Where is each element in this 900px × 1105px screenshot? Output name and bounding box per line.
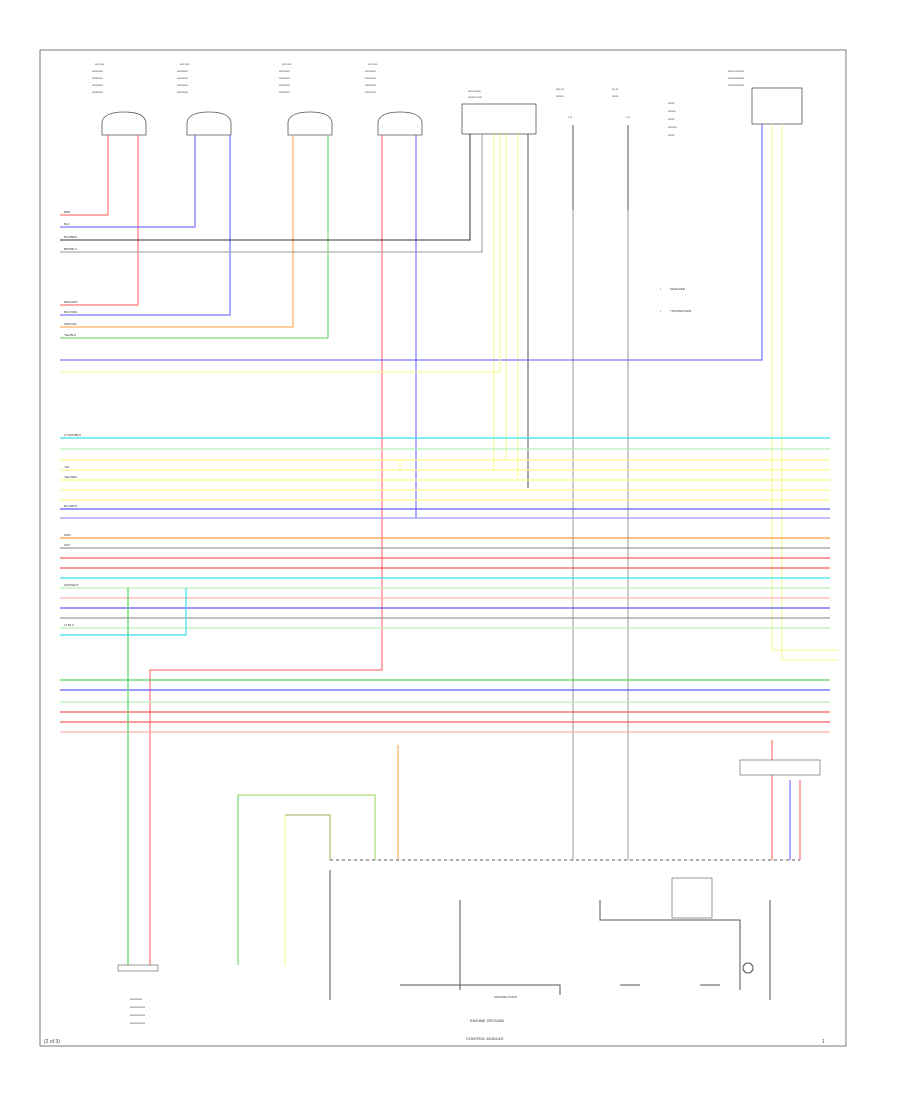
engine-ground-label: ENGINE GROUND bbox=[470, 1018, 504, 1023]
top-sensor-2: ▪▪▪▪ ▪▪▪▪ ▪▪▪▪▪▪▪▪▪▪ ▪▪▪▪▪▪▪▪▪▪ ▪▪▪▪▪▪▪▪… bbox=[177, 62, 232, 136]
svg-text:▪▪▪ ▪▪: ▪▪▪ ▪▪ bbox=[612, 87, 618, 91]
ground-point-label: GROUND POINT bbox=[494, 995, 518, 999]
label-green-white: GRN/WHT bbox=[64, 583, 78, 587]
svg-text:▪▪▪▪ ▪▪▪▪: ▪▪▪▪ ▪▪▪▪ bbox=[368, 62, 377, 66]
top-vertical-wires bbox=[60, 124, 838, 965]
label-lt-green-black: LT GRN/BLK bbox=[64, 433, 81, 437]
svg-text:▪▪▪▪▪▪▪▪▪▪: ▪▪▪▪▪▪▪▪▪▪ bbox=[92, 90, 103, 94]
label-gray: GRY bbox=[64, 543, 70, 547]
label-black-orange: BLK/ORG bbox=[64, 310, 78, 314]
top-switch-1: ▪▪▪▪ ▪▪▪ ▪▪▪▪▪▪▪ ▪ ▪▪ bbox=[556, 87, 572, 119]
top-right-module: ▪▪▪▪▪ ▪▪▪▪▪▪▪▪▪ ▪▪▪▪▪▪▪▪▪▪▪▪▪▪▪ ▪▪▪▪▪▪▪▪… bbox=[728, 69, 803, 125]
top-sensor-1: ▪▪▪▪ ▪▪▪▪ ▪▪▪▪▪▪▪▪▪▪ ▪▪▪▪▪▪▪▪▪▪ ▪▪▪▪▪▪▪▪… bbox=[92, 62, 147, 136]
svg-text:▪▪▪▪▪▪▪▪▪▪: ▪▪▪▪▪▪▪▪▪▪ bbox=[177, 69, 188, 73]
label-green-yellow: GRN/YEL bbox=[64, 322, 78, 326]
svg-text:▪▪▪▪▪▪▪▪▪▪: ▪▪▪▪▪▪▪▪▪▪ bbox=[92, 69, 103, 73]
svg-text:▪▪▪▪ ▪▪▪▪: ▪▪▪▪ ▪▪▪▪ bbox=[95, 62, 104, 66]
svg-text:▪▪▪▪▪▪▪▪▪▪: ▪▪▪▪▪▪▪▪▪▪ bbox=[279, 83, 290, 87]
label-red-white: RED/WHT bbox=[64, 300, 78, 304]
label-red: RED bbox=[64, 210, 71, 214]
svg-text:▪▪▪▪ ▪▪▪▪: ▪▪▪▪ ▪▪▪▪ bbox=[282, 62, 291, 66]
svg-text:▪▪▪▪▪▪▪▪▪▪▪▪▪▪: ▪▪▪▪▪▪▪▪▪▪▪▪▪▪ bbox=[130, 1013, 145, 1017]
svg-text:▪▪▪▪▪▪▪▪▪▪: ▪▪▪▪▪▪▪▪▪▪ bbox=[92, 76, 103, 80]
bottom-labels: ▪▪▪▪▪▪▪▪▪▪▪ ▪▪▪▪▪▪▪▪▪▪▪▪▪▪ ▪▪▪▪▪▪▪▪▪▪▪▪▪… bbox=[130, 995, 518, 1041]
svg-text:▪▪▪▪▪▪▪▪: ▪▪▪▪▪▪▪▪ bbox=[668, 125, 677, 129]
legend-item-2: TWISTED PAIR bbox=[670, 309, 692, 313]
svg-text:▪▪▪▪▪▪▪▪▪▪▪▪▪▪: ▪▪▪▪▪▪▪▪▪▪▪▪▪▪ bbox=[130, 1005, 145, 1009]
svg-text:▪: ▪ bbox=[660, 287, 661, 291]
svg-text:▪▪▪▪▪▪▪▪▪▪▪▪▪▪▪: ▪▪▪▪▪▪▪▪▪▪▪▪▪▪▪ bbox=[728, 76, 744, 80]
label-yellow-black: YEL/BLK bbox=[64, 333, 76, 337]
svg-text:▪▪▪▪▪▪▪▪▪▪: ▪▪▪▪▪▪▪▪▪▪ bbox=[279, 69, 290, 73]
svg-text:▪▪▪▪▪▪: ▪▪▪▪▪▪ bbox=[668, 101, 674, 105]
svg-text:▪▪▪▪▪▪▪▪▪▪: ▪▪▪▪▪▪▪▪▪▪ bbox=[279, 76, 290, 80]
svg-text:▪▪▪▪▪▪▪▪▪▪: ▪▪▪▪▪▪▪▪▪▪ bbox=[365, 76, 376, 80]
svg-text:▪▪▪▪▪▪: ▪▪▪▪▪▪ bbox=[612, 94, 618, 98]
figure-number: (2 of 3) bbox=[44, 1039, 60, 1045]
svg-text:▪▪▪▪▪▪▪▪▪▪▪▪▪▪▪: ▪▪▪▪▪▪▪▪▪▪▪▪▪▪▪ bbox=[728, 83, 744, 87]
svg-text:▪▪▪▪▪▪▪▪▪▪: ▪▪▪▪▪▪▪▪▪▪ bbox=[365, 69, 376, 73]
svg-text:▪▪▪▪▪▪▪▪▪▪: ▪▪▪▪▪▪▪▪▪▪ bbox=[365, 83, 376, 87]
svg-text:▪▪▪▪▪▪: ▪▪▪▪▪▪ bbox=[668, 133, 674, 137]
svg-text:▪▪▪▪▪▪▪▪▪▪▪▪▪▪: ▪▪▪▪▪▪▪▪▪▪▪▪▪▪ bbox=[130, 1021, 145, 1025]
sheet-number: 1 bbox=[822, 1039, 825, 1045]
svg-text:▪▪▪▪▪▪▪: ▪▪▪▪▪▪▪ bbox=[556, 94, 563, 98]
svg-text:▪▪▪▪ ▪▪▪▪: ▪▪▪▪ ▪▪▪▪ bbox=[180, 62, 189, 66]
diagram-border bbox=[39, 49, 847, 1047]
svg-text:▪▪▪▪▪▪▪▪▪▪: ▪▪▪▪▪▪▪▪▪▪ bbox=[279, 90, 290, 94]
svg-text:▪▪▪▪ ▪▪▪: ▪▪▪▪ ▪▪▪ bbox=[556, 87, 564, 91]
label-yellow-red: YEL/RED bbox=[64, 475, 78, 479]
bottom-section bbox=[117, 740, 821, 1000]
label-orange: ORG bbox=[64, 533, 72, 537]
svg-text:▪▪▪▪▪▪▪▪▪▪: ▪▪▪▪▪▪▪▪▪▪ bbox=[92, 83, 103, 87]
legend-item-1: SHIELDED bbox=[670, 287, 686, 291]
top-sensor-4: ▪▪▪▪ ▪▪▪▪ ▪▪▪▪▪▪▪▪▪▪ ▪▪▪▪▪▪▪▪▪▪ ▪▪▪▪▪▪▪▪… bbox=[365, 62, 423, 136]
left-wire-labels: RED BLU BLK/BRN BRN/BLU RED/WHT BLK/ORG … bbox=[64, 210, 81, 627]
svg-text:▪▪▪▪▪▪▪▪▪▪: ▪▪▪▪▪▪▪▪▪▪ bbox=[177, 76, 188, 80]
svg-text:▪▪▪▪▪▪▪▪▪▪: ▪▪▪▪▪▪▪▪▪▪ bbox=[177, 83, 188, 87]
label-blue: BLU bbox=[64, 222, 70, 226]
label-brown-blue: BRN/BLU bbox=[64, 247, 77, 251]
legend: ▪ SHIELDED ▪ TWISTED PAIR bbox=[660, 287, 692, 313]
label-lt-blue: LT BLU bbox=[64, 623, 74, 627]
top-sensor-3: ▪▪▪▪ ▪▪▪▪ ▪▪▪▪▪▪▪▪▪▪ ▪▪▪▪▪▪▪▪▪▪ ▪▪▪▪▪▪▪▪… bbox=[279, 62, 333, 136]
svg-text:▪▪▪▪▪▪▪▪▪▪: ▪▪▪▪▪▪▪▪▪▪ bbox=[365, 90, 376, 94]
top-switch-2: ▪▪▪ ▪▪ ▪▪▪▪▪▪ ▪ ▪▪ bbox=[612, 87, 630, 119]
label-black-brown: BLK/BRN bbox=[64, 235, 77, 239]
svg-text:▪▪▪▪▪ ▪▪▪▪▪▪: ▪▪▪▪▪ ▪▪▪▪▪▪ bbox=[468, 89, 481, 93]
svg-text:▪ ▪▪: ▪ ▪▪ bbox=[626, 115, 630, 119]
svg-text:▪▪▪▪▪▪▪▪ ▪▪▪▪: ▪▪▪▪▪▪▪▪ ▪▪▪▪ bbox=[468, 95, 482, 99]
svg-text:▪▪▪▪▪ ▪▪▪▪▪▪▪▪▪: ▪▪▪▪▪ ▪▪▪▪▪▪▪▪▪ bbox=[728, 69, 744, 73]
horizontal-bus-wires bbox=[60, 437, 830, 965]
svg-text:▪▪▪▪▪▪▪▪▪▪▪: ▪▪▪▪▪▪▪▪▪▪▪ bbox=[130, 997, 142, 1001]
svg-text:▪▪▪▪▪▪▪▪▪▪: ▪▪▪▪▪▪▪▪▪▪ bbox=[177, 90, 188, 94]
label-blue-white: BLU/WHT bbox=[64, 504, 78, 508]
top-note-block: ▪▪▪▪▪▪ ▪▪▪▪▪▪▪ ▪▪▪▪▪▪ ▪▪▪▪▪▪▪▪ ▪▪▪▪▪▪ bbox=[668, 101, 677, 137]
control-module-label: CONTROL MODULE bbox=[466, 1036, 504, 1041]
top-module-connector: ▪▪▪▪▪ ▪▪▪▪▪▪ ▪▪▪▪▪▪▪▪ ▪▪▪▪ bbox=[461, 89, 537, 135]
svg-text:▪▪▪▪▪▪▪: ▪▪▪▪▪▪▪ bbox=[668, 109, 675, 113]
label-yellow: YEL bbox=[64, 465, 70, 469]
svg-text:▪: ▪ bbox=[660, 309, 661, 313]
svg-text:▪ ▪▪: ▪ ▪▪ bbox=[568, 115, 572, 119]
svg-text:▪▪▪▪▪▪: ▪▪▪▪▪▪ bbox=[668, 117, 674, 121]
